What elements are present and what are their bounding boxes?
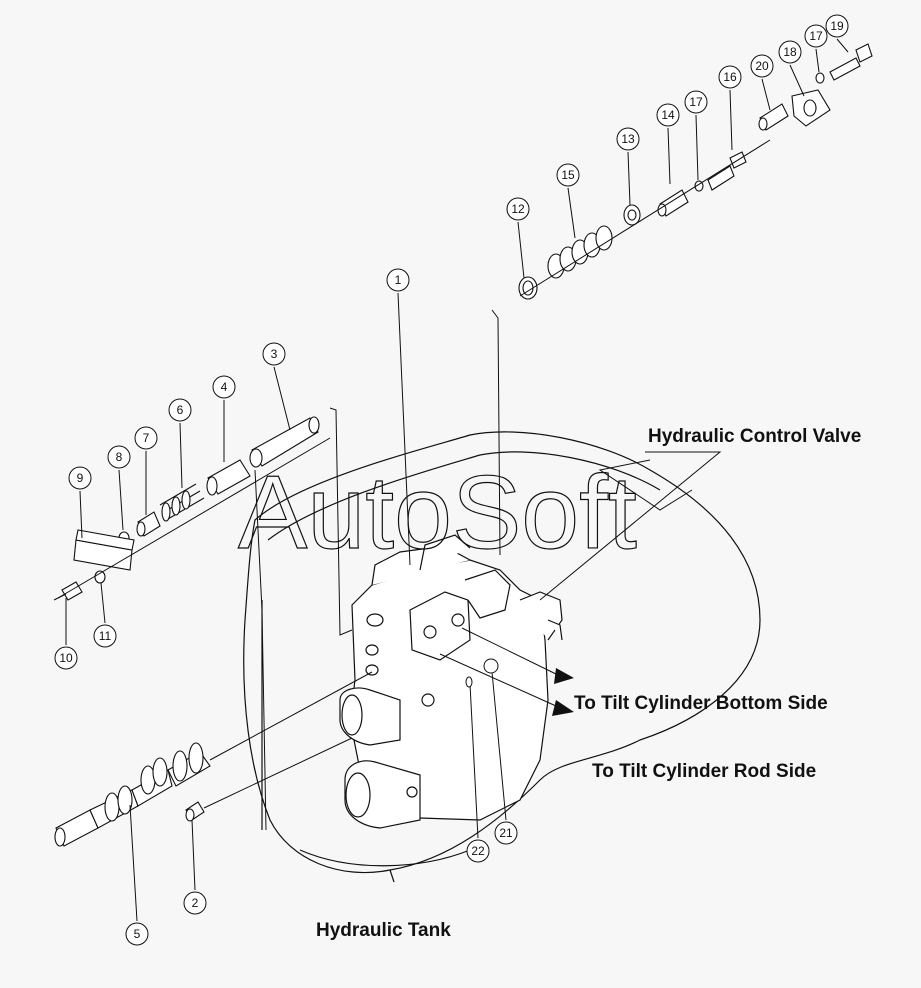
callout-number: 10 (59, 651, 73, 665)
relief-axis-line (519, 139, 771, 297)
main-spool-parts (54, 742, 211, 847)
callout-11: 11 (93, 624, 117, 648)
callout-circle (134, 426, 158, 450)
callout-number: 11 (99, 629, 112, 643)
callout-circle (684, 90, 708, 114)
callout-number: 8 (116, 450, 123, 464)
callout-circle (68, 466, 92, 490)
callout-16: 16 (718, 65, 742, 89)
callout-20: 20 (750, 54, 774, 78)
plug-axis-line (203, 737, 353, 809)
callout-circle (54, 646, 78, 670)
spool-axis-line-lower (209, 671, 373, 761)
callout-8: 8 (107, 445, 131, 469)
callout-number: 9 (77, 471, 84, 485)
callout-number: 15 (561, 168, 575, 182)
callout-circle (93, 624, 117, 648)
callout-circle (556, 163, 580, 187)
relief-valve-parts (518, 43, 873, 300)
callout-number: 14 (661, 108, 675, 122)
callout-circle (494, 821, 518, 845)
callout-number: 1 (395, 273, 402, 287)
flow-arrows (552, 668, 574, 716)
callout-number: 5 (134, 927, 141, 941)
callout-5: 5 (125, 922, 149, 946)
callout-21: 21 (494, 821, 518, 845)
callout-6: 6 (168, 398, 192, 422)
label-hydraulic-control-valve: Hydraulic Control Valve (648, 426, 861, 447)
callout-17: 17 (804, 24, 828, 48)
callout-number: 17 (689, 95, 703, 109)
port-lines (439, 627, 557, 707)
callout-circle (183, 891, 207, 915)
callout-14: 14 (656, 103, 680, 127)
callout-circle (778, 40, 802, 64)
callout-number: 20 (755, 59, 769, 73)
callout-circle (506, 197, 530, 221)
callout-number: 4 (221, 380, 228, 394)
callout-22: 22 (466, 839, 490, 863)
callout-number: 7 (143, 431, 150, 445)
leader-lines (65, 38, 849, 922)
callout-number: 2 (192, 896, 199, 910)
callout-18: 18 (778, 40, 802, 64)
label-to-tilt-cylinder-rod: To Tilt Cylinder Rod Side (592, 761, 816, 782)
callout-circle (616, 127, 640, 151)
callout-number: 12 (511, 202, 525, 216)
callout-number: 19 (830, 19, 844, 33)
label-to-tilt-cylinder-bottom: To Tilt Cylinder Bottom Side (574, 693, 828, 714)
hydraulic-tank-outline (243, 431, 761, 883)
control-valve-body (339, 534, 563, 829)
callout-19: 19 (825, 14, 849, 38)
callout-circle (262, 342, 286, 366)
relief-spool-parts (53, 416, 320, 601)
callout-number: 18 (783, 45, 797, 59)
callout-number: 22 (471, 844, 485, 858)
watermark: AutoSoft (238, 455, 637, 571)
spool-axis-line (57, 437, 331, 599)
callout-number: 13 (621, 132, 635, 146)
callout-9: 9 (68, 466, 92, 490)
callout-circle (804, 24, 828, 48)
callout-7: 7 (134, 426, 158, 450)
callout-13: 13 (616, 127, 640, 151)
arrow-to-tilt-rod-icon (552, 700, 574, 716)
callout-circle (386, 268, 410, 292)
callout-10: 10 (54, 646, 78, 670)
callout-12: 12 (506, 197, 530, 221)
arrow-to-tilt-bottom-icon (554, 668, 574, 684)
callout-circle (125, 922, 149, 946)
callout-circle (750, 54, 774, 78)
callout-circle (212, 375, 236, 399)
callout-1: 1 (386, 268, 410, 292)
callout-number: 17 (809, 29, 823, 43)
callout-circle (107, 445, 131, 469)
callout-number: 6 (177, 403, 184, 417)
callout-15: 15 (556, 163, 580, 187)
callout-4: 4 (212, 375, 236, 399)
label-hydraulic-tank: Hydraulic Tank (316, 920, 451, 941)
callout-number: 3 (271, 347, 278, 361)
callout-circle (656, 103, 680, 127)
callout-circle (718, 65, 742, 89)
callout-17: 17 (684, 90, 708, 114)
callout-3: 3 (262, 342, 286, 366)
callout-2: 2 (183, 891, 207, 915)
callout-circle (466, 839, 490, 863)
callout-circle (168, 398, 192, 422)
callout-circle (825, 14, 849, 38)
callout-number: 21 (499, 826, 513, 840)
callout-number: 16 (723, 70, 737, 84)
